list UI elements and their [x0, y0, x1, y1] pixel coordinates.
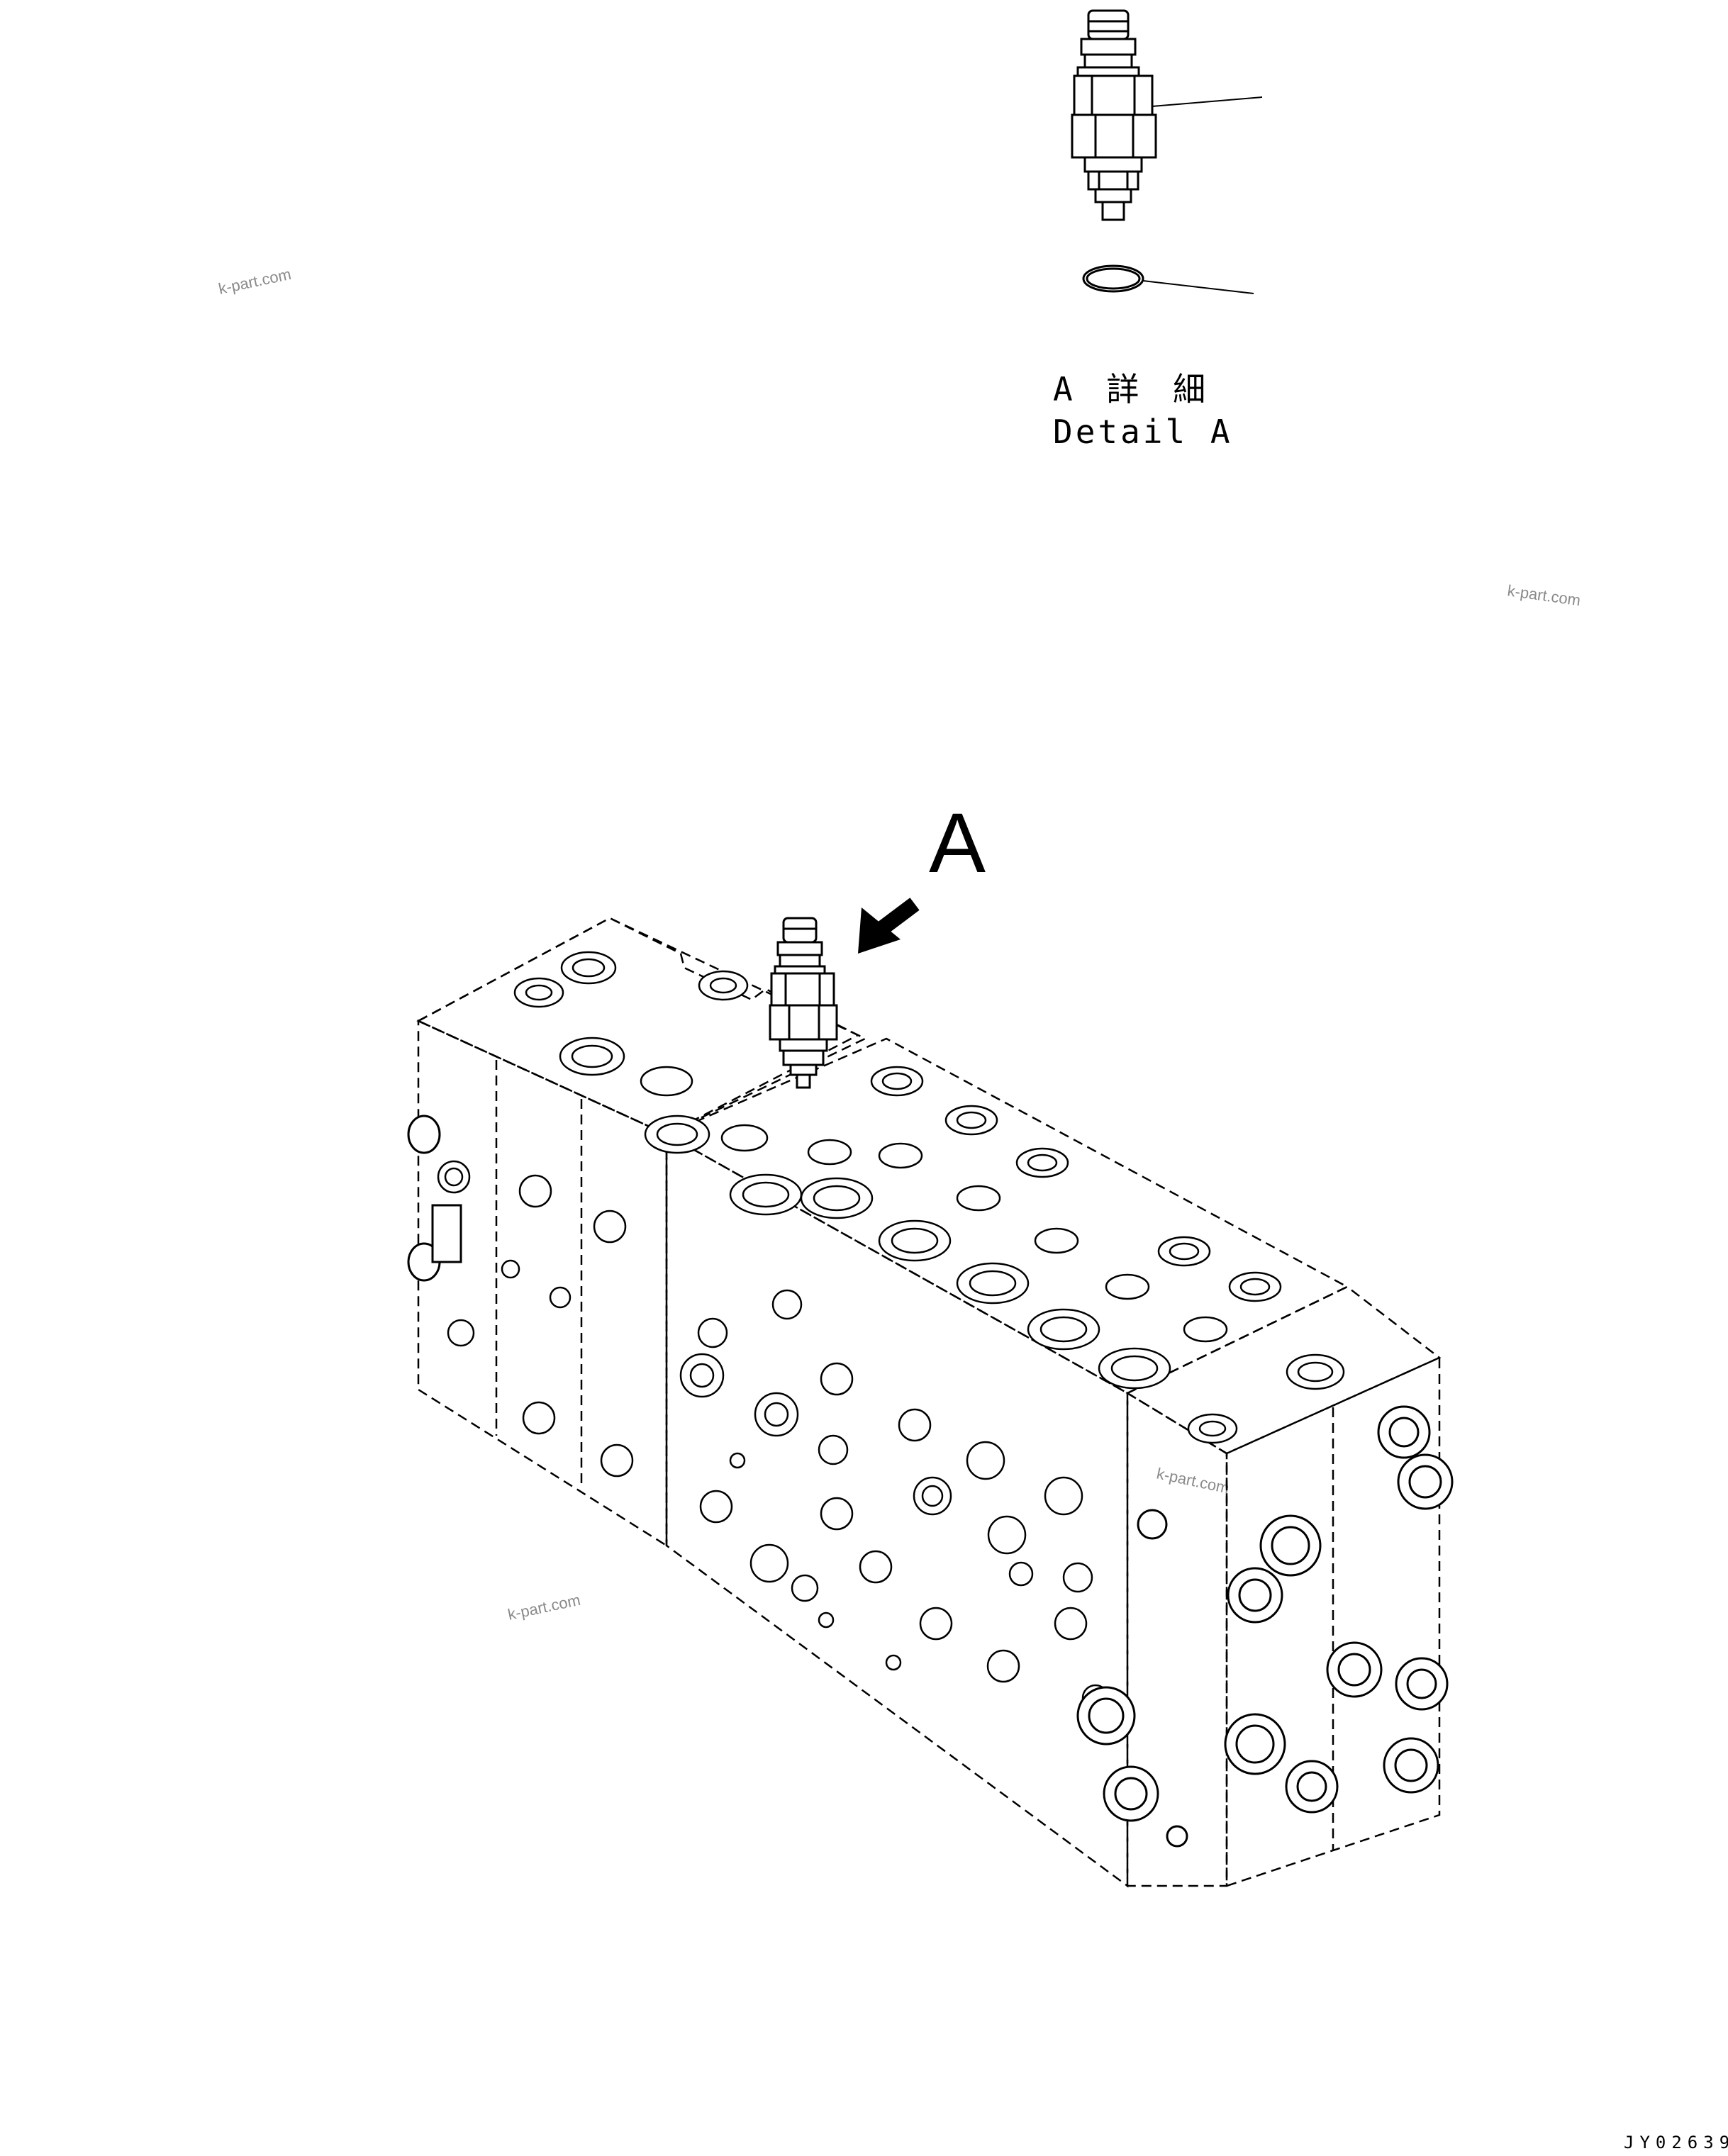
drawing-number: JY026390	[1624, 2133, 1728, 2152]
detail-label-en: Detail A	[1053, 413, 1233, 451]
valve-left-fittings	[407, 1115, 462, 1282]
relief-valve-detail	[1071, 9, 1157, 221]
valve-leader-line	[1152, 96, 1263, 107]
watermark: k-part.com	[506, 1591, 582, 1624]
detail-label-jp: A 詳 細	[1053, 370, 1213, 408]
valve-top-ports	[513, 951, 1345, 1444]
installed-relief-valve	[769, 917, 838, 1089]
view-marker-label: A	[929, 795, 986, 890]
watermark: k-part.com	[1506, 581, 1581, 609]
valve-front-ports	[437, 1160, 1110, 1712]
watermark: k-part.com	[217, 265, 293, 298]
o-ring-leader-line	[1142, 280, 1254, 294]
watermark: k-part.com	[1155, 1464, 1231, 1497]
view-arrow	[858, 898, 920, 954]
valve-end-fittings	[1076, 1405, 1454, 1848]
o-ring	[1082, 264, 1144, 293]
